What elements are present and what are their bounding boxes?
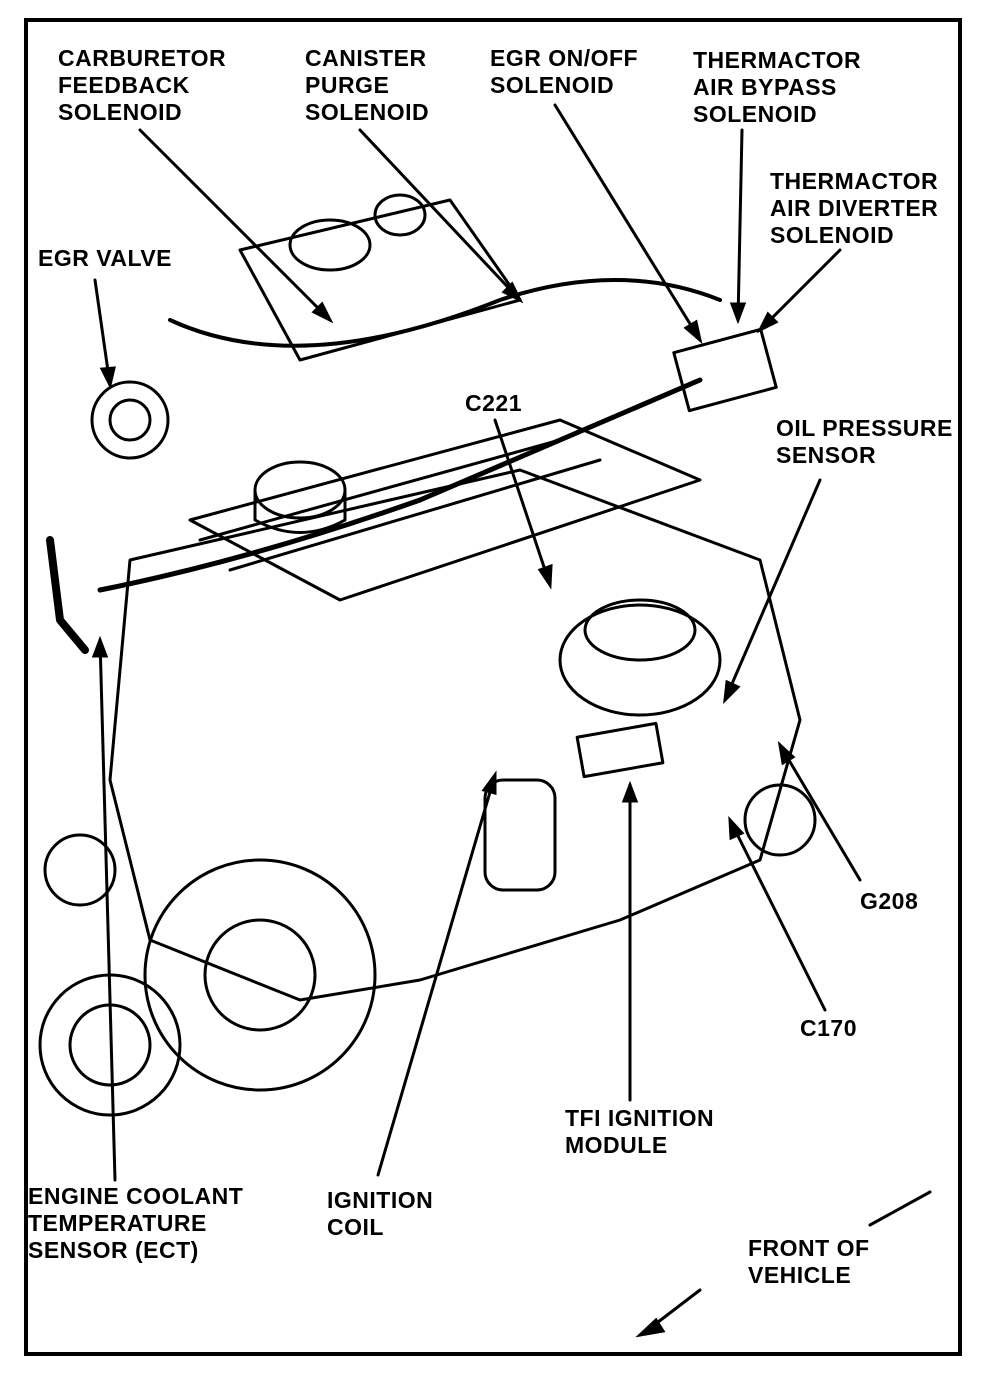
engine-block [108, 468, 802, 1002]
label-engine-coolant-temperature-sensor: ENGINE COOLANT TEMPERATURE SENSOR (ECT) [28, 1183, 244, 1263]
label-thermactor-air-diverter-solenoid: THERMACTOR AIR DIVERTER SOLENOID [770, 168, 939, 248]
egr-valve-body [90, 380, 170, 460]
leader-thermactor-bypass [736, 128, 744, 322]
thermactor-solenoid-bank [672, 327, 778, 413]
leader-c170 [728, 818, 827, 1012]
water-pump-pulley [143, 858, 377, 1092]
wiring-harness [97, 377, 703, 593]
valve-cover [188, 418, 702, 602]
leader-c221 [493, 418, 552, 587]
leader-canister-purge [358, 128, 522, 302]
figure-caption [24, 1366, 962, 1386]
diagram-frame [24, 18, 962, 1356]
label-canister-purge-solenoid: CANISTER PURGE SOLENOID [305, 45, 430, 125]
label-c170: C170 [800, 1015, 857, 1041]
label-thermactor-air-bypass-solenoid: THERMACTOR AIR BYPASS SOLENOID [693, 47, 862, 127]
label-tfi-ignition-module: TFI IGNITION MODULE [565, 1105, 715, 1158]
leader-ignition-coil [376, 773, 497, 1177]
tfi-module-body [575, 721, 665, 779]
label-oil-pressure-sensor: OIL PRESSURE SENSOR [776, 415, 953, 468]
label-c221: C221 [465, 390, 522, 416]
leader-ect [98, 638, 117, 1182]
label-egr-valve: EGR VALVE [38, 245, 172, 271]
leader-g208 [778, 743, 862, 882]
leader-carburetor-feedback [138, 128, 332, 322]
ignition-coil-body [483, 778, 557, 892]
label-g208: G208 [860, 888, 919, 914]
leader-egr-onoff [553, 103, 702, 342]
distributor [558, 603, 722, 717]
flywheel [743, 783, 817, 857]
leader-thermactor-diverter [758, 248, 842, 332]
label-ignition-coil: IGNITION COIL [327, 1187, 434, 1240]
label-front-of-vehicle: FRONT OF VEHICLE [748, 1235, 870, 1288]
label-carburetor-feedback-solenoid: CARBURETOR FEEDBACK SOLENOID [58, 45, 227, 125]
label-egr-onoff-solenoid: EGR ON/OFF SOLENOID [490, 45, 639, 98]
leader-oil-pressure [723, 478, 822, 702]
